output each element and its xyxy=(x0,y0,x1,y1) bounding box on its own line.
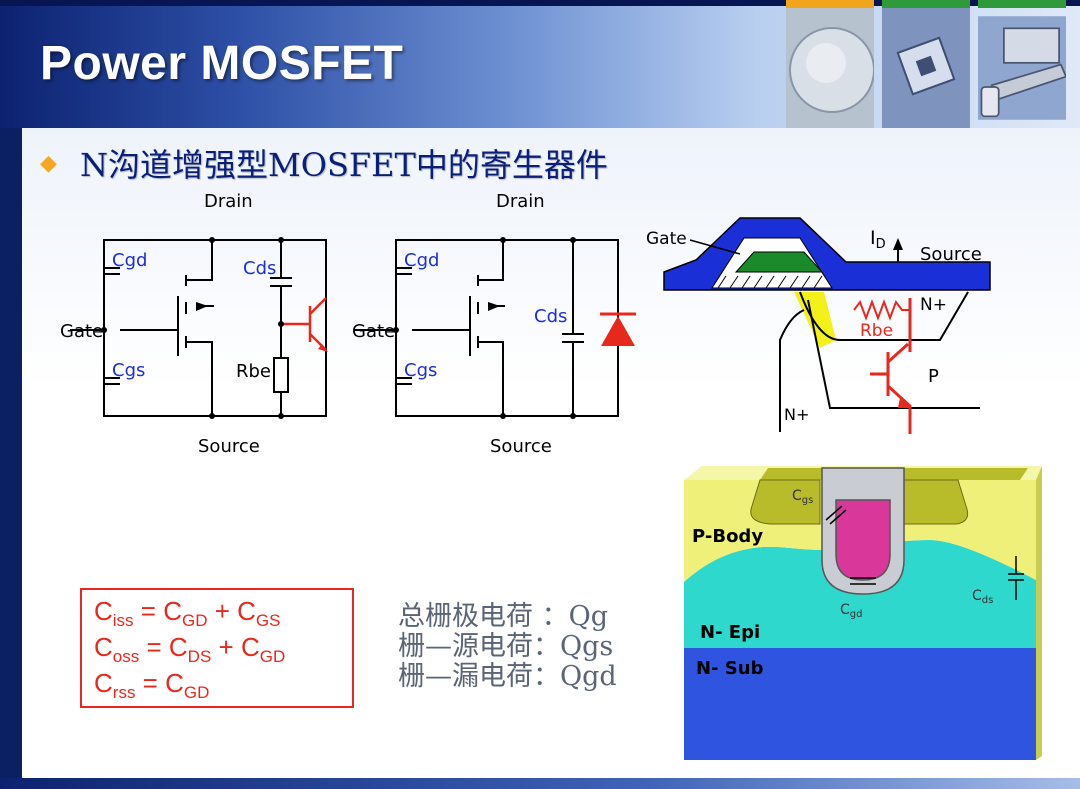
n-plus-top-label: N+ xyxy=(920,295,947,315)
drain-label: Drain xyxy=(496,191,545,212)
gate-label: Gate xyxy=(352,321,395,342)
trench-mosfet-diagram: P-Body N- Epi N- Sub Cgs Cgd Cds xyxy=(646,456,1072,778)
ciss-equation: Ciss = CGD + CGS xyxy=(94,596,281,631)
gate-drain-charge-text: 栅—漏电荷：Qgd xyxy=(398,661,617,692)
p-label: P xyxy=(928,366,939,387)
drain-label: Drain xyxy=(204,191,253,212)
total-gate-charge-text: 总栅极电荷 ：Qg xyxy=(398,601,609,632)
n-epi-label: N- Epi xyxy=(700,622,760,643)
source-label: Source xyxy=(920,244,982,265)
gate-label: Gate xyxy=(60,321,103,342)
cgd-label: Cgd xyxy=(112,250,147,271)
gate-label: Gate xyxy=(646,229,687,249)
circuit-with-diode: Drain Source Gate Cgd Cgs Cds xyxy=(352,191,636,457)
p-body-label: P-Body xyxy=(692,526,763,547)
source-label: Source xyxy=(490,436,552,457)
section-subtitle: N沟道增强型MOSFET中的寄生器件 xyxy=(80,146,608,184)
source-label: Source xyxy=(198,436,260,457)
cgs-label: Cgs xyxy=(404,360,437,381)
laptop-photo-icon xyxy=(978,16,1066,120)
cgs-label: Cgs xyxy=(112,360,145,381)
n-sub-label: N- Sub xyxy=(696,658,764,679)
wafer-photo-icon xyxy=(786,8,874,128)
cgs-label: Cgs xyxy=(792,488,813,506)
rbe-label: Rbe xyxy=(860,321,893,341)
cds-label: Cds xyxy=(972,588,993,606)
diamond-bullet-icon: ◆ xyxy=(40,150,57,175)
orange-stripe xyxy=(786,0,874,8)
n-plus-left-label: N+ xyxy=(784,405,809,424)
drain-current-label: ID xyxy=(870,227,886,252)
page-title: Power MOSFET xyxy=(40,37,404,90)
rbe-label: Rbe xyxy=(236,361,271,382)
cgd-label: Cgd xyxy=(840,602,862,620)
cds-label: Cds xyxy=(243,258,276,279)
chip-photo-icon xyxy=(882,8,970,128)
capacitance-equations-box: Ciss = CGD + CGS Coss = CDS + CGD Crss =… xyxy=(80,588,354,708)
circuit-with-bjt: Drain Source Gate Cgd Cgs Cds Rbe xyxy=(60,191,328,457)
header-top-line xyxy=(0,0,1080,6)
mosfet-cross-section: Gate ID Source N+ Rbe P N+ xyxy=(646,217,991,434)
green-stripe xyxy=(882,0,970,8)
cds-label: Cds xyxy=(534,306,567,327)
coss-equation: Coss = CDS + CGD xyxy=(94,632,286,667)
green-stripe xyxy=(978,0,1066,8)
gate-source-charge-text: 栅—源电荷：Qgs xyxy=(398,631,614,662)
footer-bar xyxy=(0,778,1080,789)
crss-equation: Crss = CGD xyxy=(94,668,210,703)
cgd-label: Cgd xyxy=(404,250,439,271)
